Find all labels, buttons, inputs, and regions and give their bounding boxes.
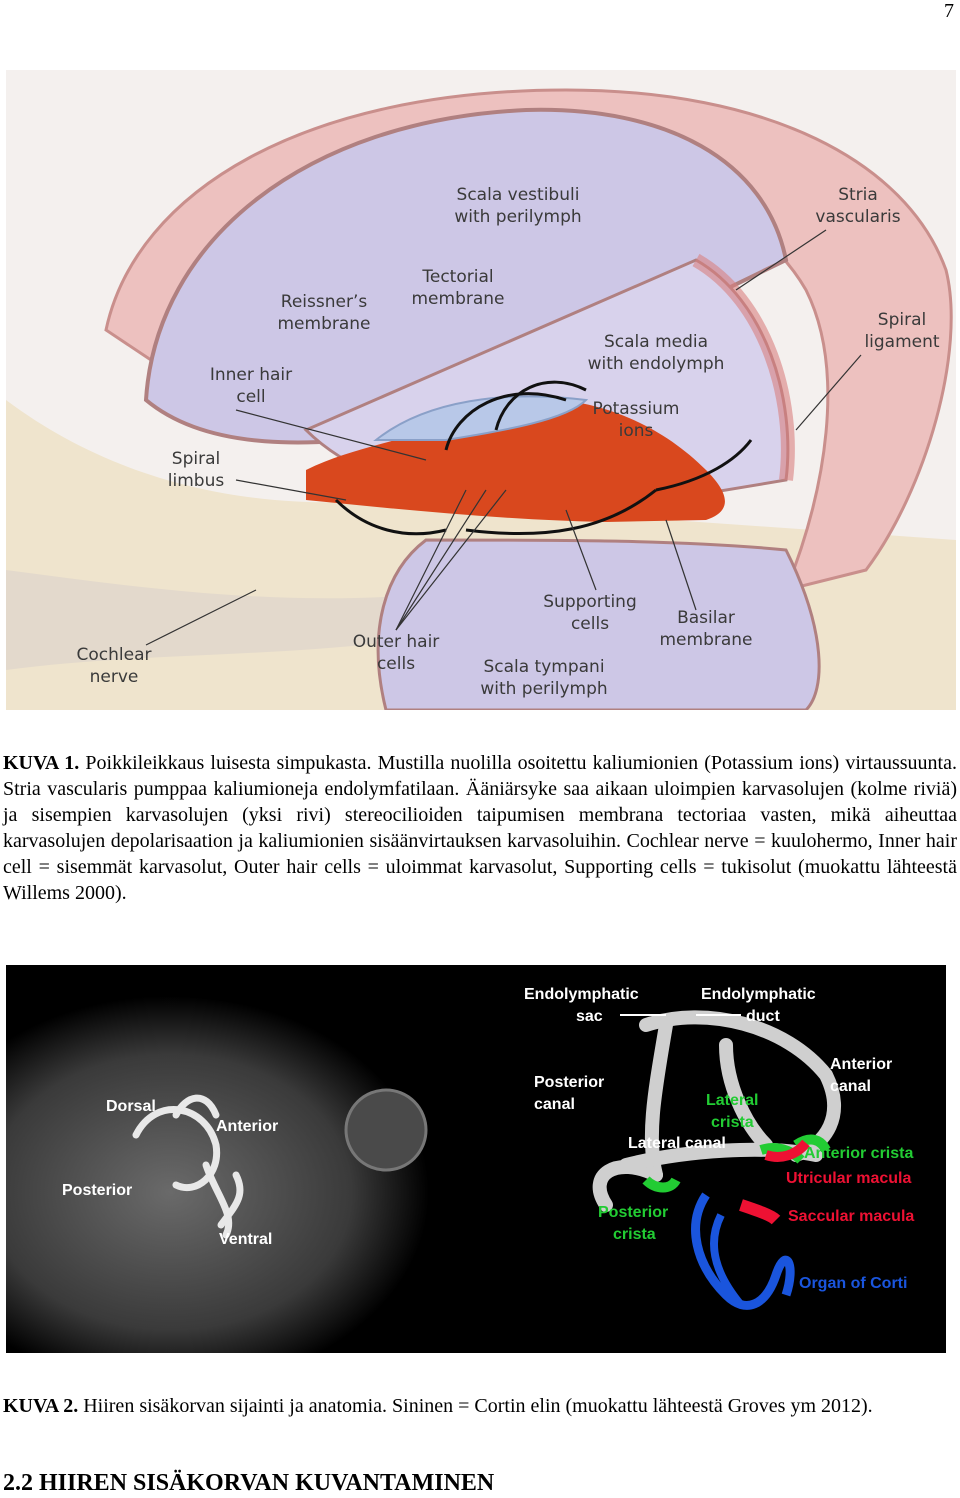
label-lateral-canal: Lateral canal: [628, 1135, 726, 1152]
figure-1-label: KUVA 1.: [3, 752, 80, 774]
label-saccular-macula: Saccular macula: [788, 1208, 914, 1225]
page-number: 7: [944, 0, 954, 22]
svg-text:crista: crista: [711, 1114, 754, 1131]
label-posterior-crista: Posterior: [598, 1204, 668, 1221]
label-lateral-crista: Lateral: [706, 1092, 758, 1109]
svg-text:sac: sac: [576, 1008, 603, 1025]
label-scala-tympani: Scala tympani: [483, 657, 604, 677]
svg-text:cell: cell: [236, 387, 265, 407]
label-anterior: Anterior: [216, 1118, 278, 1135]
svg-text:membrane: membrane: [277, 314, 370, 334]
label-ventral: Ventral: [219, 1231, 272, 1248]
label-outer-hair-cells: Outer hair: [353, 632, 440, 652]
label-utricular-macula: Utricular macula: [786, 1170, 911, 1187]
svg-text:duct: duct: [746, 1008, 780, 1025]
svg-text:limbus: limbus: [168, 471, 225, 491]
figure-2-caption-text: Hiiren sisäkorvan sijainti ja anatomia. …: [78, 1395, 873, 1417]
svg-text:nerve: nerve: [90, 667, 139, 687]
label-inner-hair-cell: Inner hair: [210, 365, 292, 385]
label-posterior: Posterior: [62, 1182, 132, 1199]
label-scala-media: Scala media: [604, 332, 708, 352]
svg-text:cells: cells: [571, 614, 609, 634]
section-heading: 2.2 HIIREN SISÄKORVAN KUVANTAMINEN: [3, 1470, 495, 1496]
label-organ-of-corti: Organ of Corti: [799, 1275, 907, 1292]
svg-text:ions: ions: [619, 421, 654, 441]
label-dorsal: Dorsal: [106, 1098, 156, 1115]
svg-text:membrane: membrane: [411, 289, 504, 309]
label-scala-vestibuli: Scala vestibuli: [457, 185, 580, 205]
label-reissners-membrane: Reissner’s: [281, 292, 368, 312]
label-tectorial-membrane: Tectorial: [421, 267, 493, 287]
figure-2-caption: KUVA 2. Hiiren sisäkorvan sijainti ja an…: [3, 1393, 957, 1419]
label-potassium-ions: Potassium: [593, 399, 680, 419]
figure-1-caption: KUVA 1. Poikkileikkaus luisesta simpukas…: [3, 750, 957, 906]
label-endolymphatic-duct: Endolymphatic: [701, 986, 816, 1003]
cochlea-cross-section-figure: Scala vestibuli with perilymph Stria vas…: [6, 70, 956, 710]
svg-text:crista: crista: [613, 1226, 656, 1243]
label-spiral-ligament: Spiral: [878, 310, 926, 330]
label-supporting-cells: Supporting: [543, 592, 637, 612]
label-cochlear-nerve: Cochlear: [77, 645, 152, 665]
label-anterior-canal: Anterior: [830, 1056, 892, 1073]
svg-text:canal: canal: [830, 1078, 871, 1095]
mouse-inner-ear-figure: Dorsal Anterior Posterior Ventral Endoly…: [6, 965, 946, 1353]
label-endolymphatic-sac: Endolymphatic: [524, 986, 639, 1003]
svg-text:membrane: membrane: [659, 630, 752, 650]
label-basilar-membrane: Basilar: [677, 608, 735, 628]
label-spiral-limbus: Spiral: [172, 449, 220, 469]
svg-text:vascularis: vascularis: [815, 207, 900, 227]
figure-1-caption-text: Poikkileikkaus luisesta simpukasta. Must…: [3, 752, 957, 904]
label-anterior-crista: Anterior crista: [804, 1145, 913, 1162]
svg-text:ligament: ligament: [864, 332, 939, 352]
svg-text:canal: canal: [534, 1096, 575, 1113]
label-posterior-canal: Posterior: [534, 1074, 604, 1091]
svg-text:with endolymph: with endolymph: [588, 354, 725, 374]
svg-text:cells: cells: [377, 654, 415, 674]
figure-2-label: KUVA 2.: [3, 1395, 79, 1417]
label-stria-vascularis: Stria: [838, 185, 878, 205]
svg-text:with perilymph: with perilymph: [454, 207, 581, 227]
svg-text:with perilymph: with perilymph: [480, 679, 607, 699]
